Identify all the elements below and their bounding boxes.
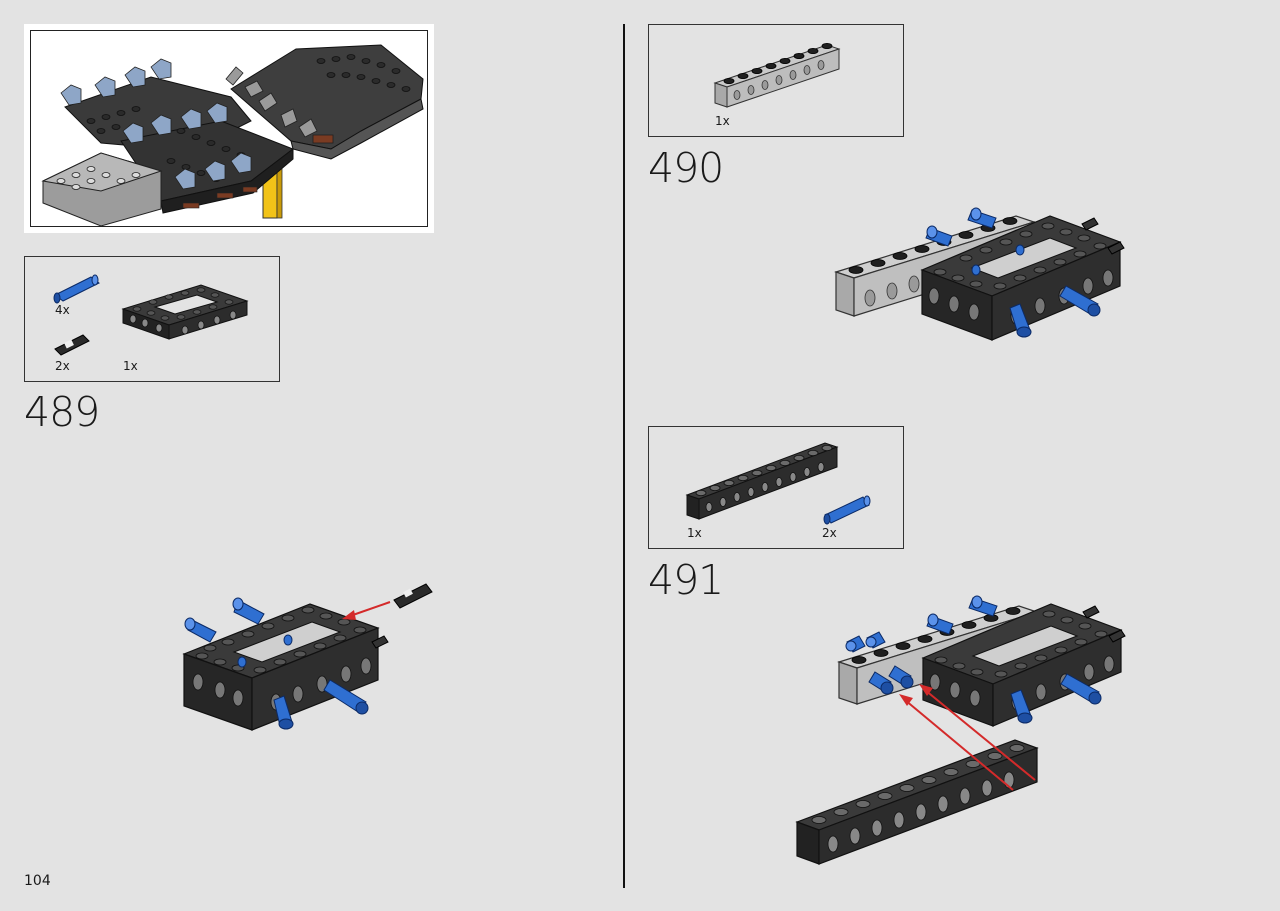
parts-491-icons — [685, 442, 871, 525]
open-frame-icon — [121, 284, 249, 340]
spaceship-hull-icon — [41, 44, 424, 227]
qty-blue-pin: 4x — [55, 303, 70, 317]
step-489-assembly-illustration — [182, 583, 433, 731]
parts-489-icons — [53, 274, 249, 356]
blue-pin-icon-491 — [823, 495, 871, 525]
parts-callout-490: 1x — [648, 24, 904, 137]
qty-black-brick: 1x — [687, 526, 702, 540]
parts-490-icons — [713, 42, 841, 108]
step-number-489: 489 — [24, 388, 100, 436]
qty-open-frame: 1x — [123, 359, 138, 373]
step-490-assembly-illustration — [834, 207, 1125, 341]
page-divider — [623, 24, 625, 888]
parts-callout-491: 1x 2x — [648, 426, 904, 549]
page-number: 104 — [24, 873, 51, 889]
parts-callout-489: 4x 2x 1x — [24, 256, 280, 382]
blue-pins — [184, 597, 369, 730]
step-number-491: 491 — [648, 556, 724, 604]
qty-blue-pin-491: 2x — [822, 526, 837, 540]
subassembly-preview — [24, 24, 434, 233]
step-number-490: 490 — [648, 144, 724, 192]
black-brick-icon — [685, 442, 839, 520]
black-connector-icon — [54, 334, 90, 356]
qty-light-grey-brick: 1x — [715, 114, 730, 128]
light-grey-brick-icon — [713, 42, 841, 108]
subassembly-frame — [30, 30, 428, 227]
step-491-assembly-illustration — [795, 595, 1126, 865]
blue-pin-icon — [53, 274, 100, 304]
qty-black-connector: 2x — [55, 359, 70, 373]
